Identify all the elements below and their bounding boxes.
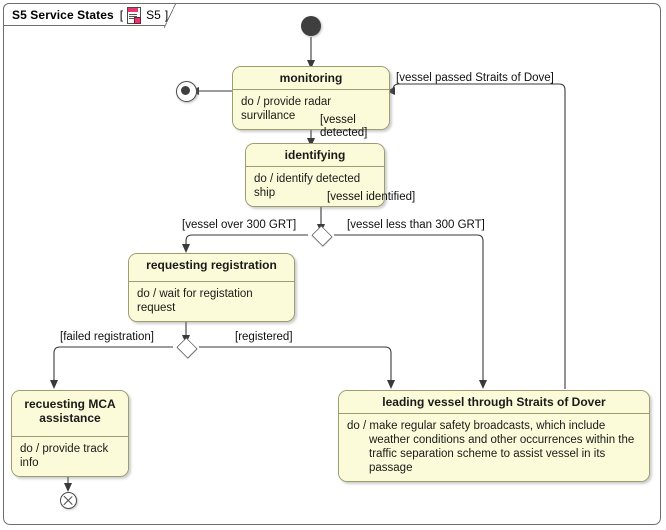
state-leading-vessel-name: leading vessel through Straits of Dover xyxy=(339,391,649,413)
state-identifying-activity: do / identify detected ship xyxy=(246,167,384,206)
state-divider xyxy=(233,89,389,90)
state-requesting-registration-activity: do / wait for registation request xyxy=(129,282,294,321)
diagram-title-tab[interactable]: S5 Service States [ S5 ] xyxy=(3,3,177,28)
guard-vessel-over-300-grt: [vessel over 300 GRT] xyxy=(182,219,297,231)
decision-registration-result[interactable] xyxy=(171,337,201,359)
state-name-line-2: assistance xyxy=(39,411,101,425)
guard-registered: [registered] xyxy=(235,331,293,343)
state-requesting-mca-assistance[interactable]: recuesting MCA assistance do / provide t… xyxy=(11,390,129,477)
state-monitoring-name: monitoring xyxy=(233,67,389,89)
state-requesting-registration-name: requesting registration xyxy=(129,254,294,281)
final-state[interactable] xyxy=(176,81,197,102)
state-requesting-mca-assistance-activity: do / provide track info xyxy=(12,437,128,476)
uml-state-machine-document-icon xyxy=(126,6,142,24)
tag-label: S5 xyxy=(146,7,161,22)
page-title: S5 Service States xyxy=(12,7,114,22)
terminate-node[interactable] xyxy=(60,492,77,509)
guard-vessel-detected: [vessel detected] xyxy=(320,114,390,140)
guard-failed-registration: [failed registration] xyxy=(60,331,154,343)
tag-open-bracket: [ xyxy=(119,7,124,22)
state-identifying-name: identifying xyxy=(246,144,384,166)
guard-vessel-identified: [vessel identified] xyxy=(327,191,416,203)
state-divider xyxy=(339,413,649,414)
guard-line-2: detected] xyxy=(320,127,368,139)
guard-line-1: [vessel xyxy=(320,114,356,126)
guard-vessel-less-than-300-grt: [vessel less than 300 GRT] xyxy=(347,219,485,231)
state-leading-vessel-through-straits-of-dover[interactable]: leading vessel through Straits of Dover … xyxy=(338,390,650,482)
state-divider xyxy=(129,281,294,282)
state-name-line-1: recuesting MCA xyxy=(24,397,116,411)
guard-vessel-passed-straits: [vessel passed Straits of Dove] xyxy=(396,72,554,84)
decision-vessel-tonnage[interactable] xyxy=(306,225,336,247)
state-identifying[interactable]: identifying do / identify detected ship xyxy=(245,143,385,207)
state-divider xyxy=(246,166,384,167)
state-requesting-mca-assistance-name: recuesting MCA assistance xyxy=(12,391,128,436)
state-leading-vessel-activity: do / make regular safety broadcasts, whi… xyxy=(339,414,649,481)
tag-close-bracket: ] xyxy=(164,7,169,22)
initial-pseudostate[interactable] xyxy=(301,16,321,36)
state-divider xyxy=(12,436,128,437)
state-requesting-registration[interactable]: requesting registration do / wait for re… xyxy=(128,253,295,322)
